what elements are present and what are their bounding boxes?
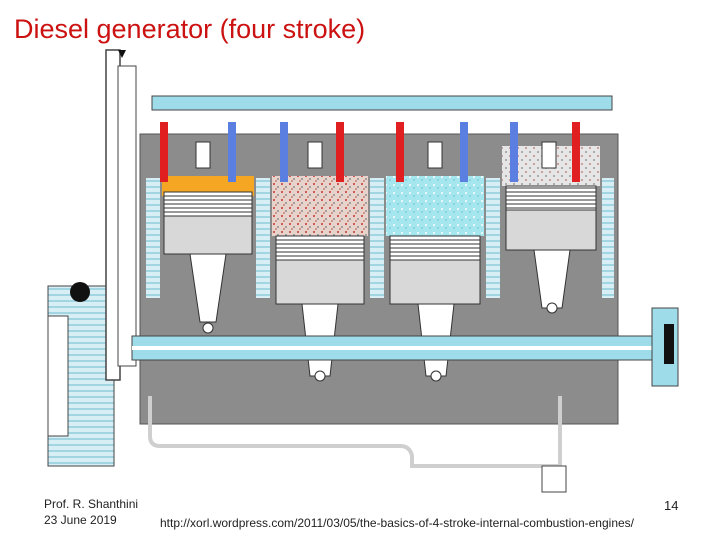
- slide-title: Diesel generator (four stroke): [14, 14, 366, 44]
- engine-diagram: [47, 49, 679, 493]
- crankshaft: [131, 307, 679, 387]
- slide-date: 23 June 2019: [44, 513, 117, 527]
- footer-author-block: Prof. R. Shanthini 23 June 2019: [44, 496, 138, 528]
- author-name: Prof. R. Shanthini: [44, 497, 139, 511]
- source-link[interactable]: http://xorl.wordpress.com/2011/03/05/the…: [160, 516, 634, 530]
- rocker-cover: [151, 95, 613, 111]
- cylinder-4: [502, 122, 600, 314]
- page-number: 14: [664, 498, 679, 513]
- cylinder-1: [160, 122, 254, 334]
- flywheel: [47, 49, 137, 467]
- oil-sump: [148, 396, 567, 493]
